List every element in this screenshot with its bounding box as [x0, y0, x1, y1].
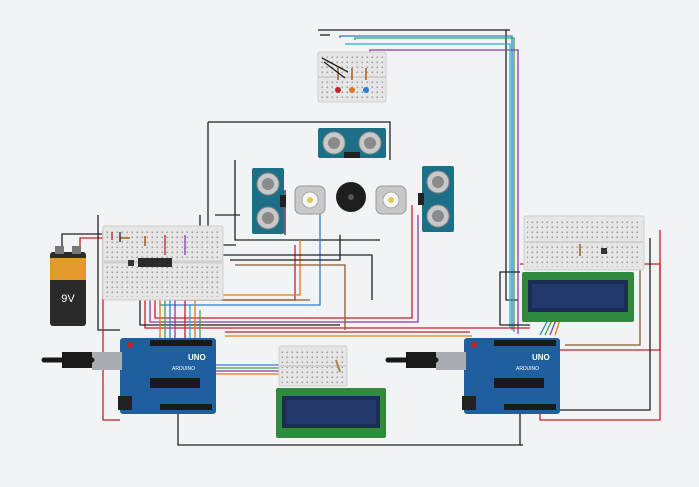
usb-port-right — [436, 352, 466, 370]
usb-cable-left — [41, 352, 95, 368]
lcd-display-bottom — [276, 388, 386, 438]
arduino-uno-left: UNO ARDUINO — [92, 338, 216, 414]
arduino-left-model: UNO — [188, 353, 206, 362]
leds — [335, 87, 369, 93]
breadboard-top — [317, 51, 387, 103]
ultrasonic-sensor-right — [418, 166, 454, 232]
ultrasonic-sensor-left — [252, 168, 286, 234]
dc-motor-left — [294, 185, 326, 215]
usb-cable-right — [385, 352, 439, 368]
arduino-right-brand: ARDUINO — [516, 366, 539, 372]
power-jack-right — [462, 396, 476, 410]
dc-motor-right — [375, 185, 407, 215]
ic-chip — [138, 258, 172, 267]
arduino-uno-right: UNO ARDUINO — [436, 338, 560, 414]
arduino-right-model: UNO — [532, 353, 550, 362]
resistors — [337, 68, 367, 80]
lcd-display-right — [522, 272, 634, 322]
piezo-buzzer — [336, 182, 366, 212]
breadboard-bottom — [278, 345, 348, 387]
battery-9v: 9V — [50, 246, 86, 326]
arduino-left-brand: ARDUINO — [172, 366, 195, 372]
breadboard-left — [102, 225, 224, 301]
breadboard-right — [523, 215, 645, 271]
pushbutton — [128, 260, 134, 266]
ultrasonic-sensor-top — [318, 128, 386, 158]
pushbutton-right — [601, 248, 607, 254]
power-jack-left — [118, 396, 132, 410]
battery-label: 9V — [61, 293, 75, 305]
usb-port-left — [92, 352, 122, 370]
